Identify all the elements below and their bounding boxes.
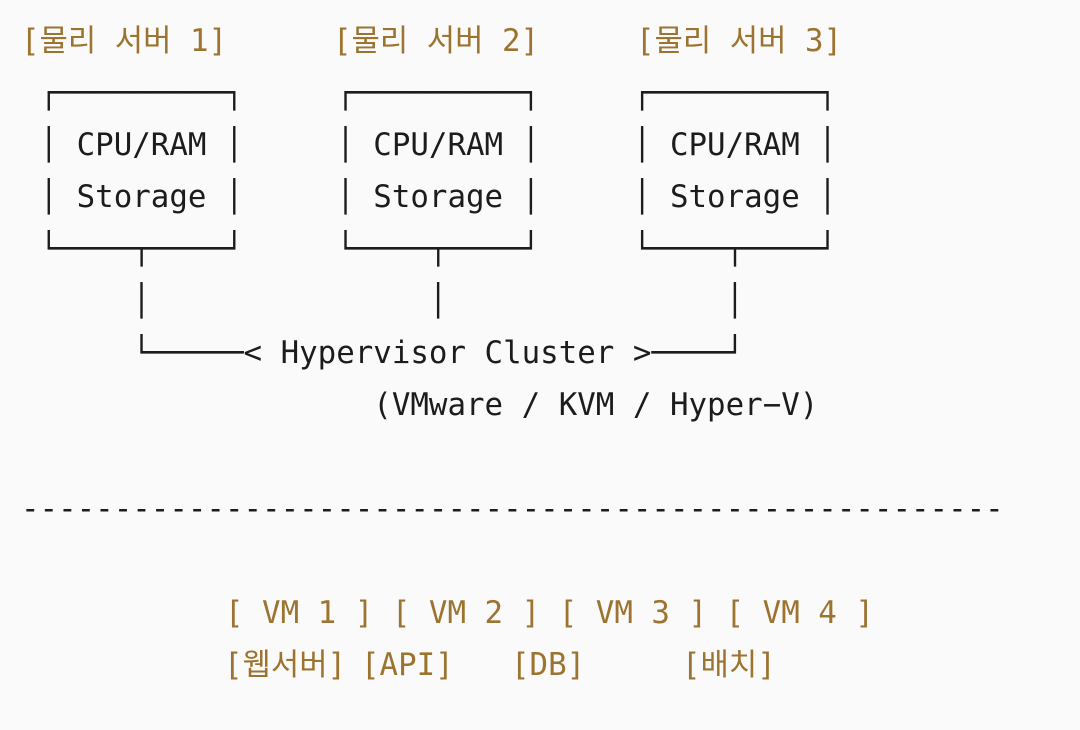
vm-role-db-label: [DB] [511,647,586,683]
server-box-cpu-row: │ CPU/RAM │ │ CPU/RAM │ │ CPU/RAM │ [21,127,837,163]
vm-role-webserver-label: [웹서버] [224,647,347,683]
vm-role-api-label: [API] [361,647,454,683]
hypervisor-cluster-row: └─────< Hypervisor Cluster >────┘ [21,335,745,371]
vm-row: [ VM 1 ] [ VM 2 ] [ VM 3 ] [ VM 4 ] [21,595,874,631]
vm-role-labels-row: [웹서버] [API] [DB] [배치] [21,639,1004,691]
blank-row [21,535,1004,587]
server-box-storage-row: │ Storage │ │ Storage │ │ Storage │ [21,179,837,215]
server-box-top-row: ┌─────────┐ ┌─────────┐ ┌─────────┐ [21,75,837,111]
physical-server-1-label: [물리 서버 1] [21,23,228,59]
connector-lines-row: │ │ │ [21,283,745,319]
blank-row [21,431,1004,483]
vm-role-batch-label: [배치] [682,647,776,683]
hypervisor-products-row: (VMware / KVM / Hyper−V) [21,387,819,423]
physical-server-labels-row: [물리 서버 1] [물리 서버 2] [물리 서버 3] [21,15,1004,67]
physical-server-3-label: [물리 서버 3] [636,23,843,59]
ascii-art-block: [물리 서버 1] [물리 서버 2] [물리 서버 3] ┌─────────… [21,15,1004,691]
physical-server-2-label: [물리 서버 2] [333,23,540,59]
separator-dashed-line: ----------------------------------------… [21,491,1004,527]
server-box-bottom-row: └────┬────┘ └────┬────┘ └────┬────┘ [21,231,837,267]
